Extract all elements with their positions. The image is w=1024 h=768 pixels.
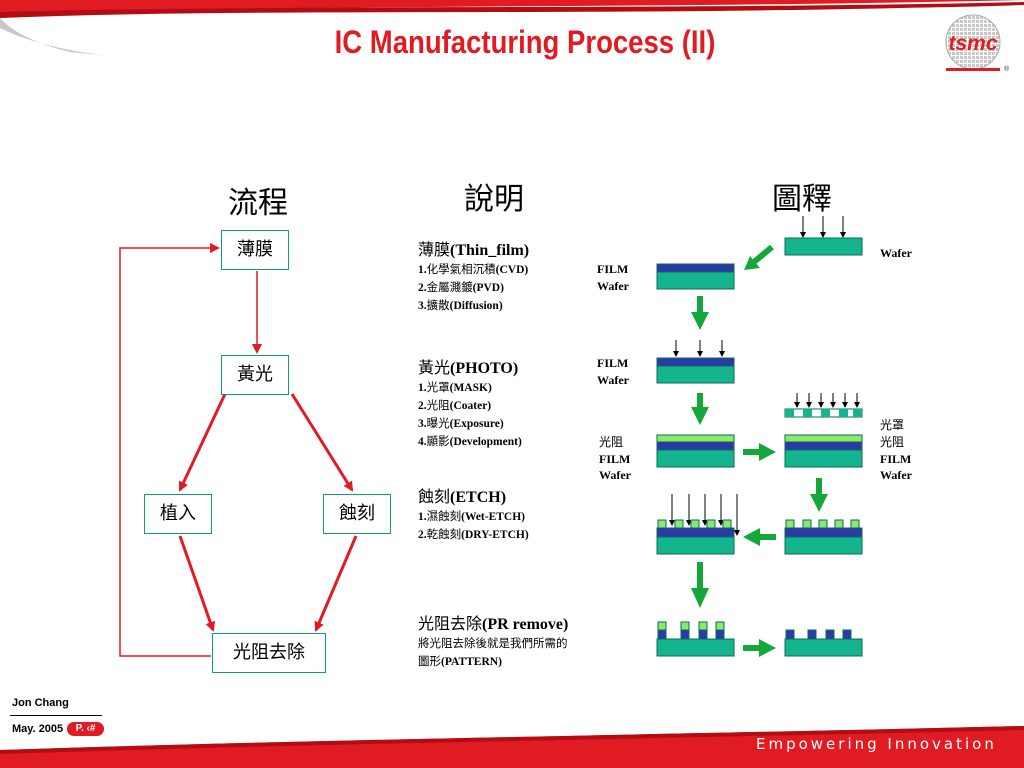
tsmc-logo: tsmc ® bbox=[936, 12, 1010, 76]
page-number-badge: P. ‹# bbox=[67, 722, 104, 736]
arrow-implant-to-prremove bbox=[178, 535, 216, 632]
stage-film-deposited bbox=[656, 263, 735, 290]
column-heading-description: 說明 bbox=[464, 182, 524, 217]
desc-heading: 薄膜(Thin_film) bbox=[418, 240, 530, 259]
desc-heading: 黃光(PHOTO) bbox=[418, 358, 519, 377]
arrow-photo-to-implant bbox=[178, 393, 227, 492]
stage-bare-wafer bbox=[784, 216, 863, 256]
label-wafer: Wafer bbox=[597, 373, 629, 387]
green-arrow-right bbox=[743, 639, 776, 657]
arrow-etch-to-prremove bbox=[314, 535, 358, 632]
flow-box-photo: 黃光 bbox=[221, 355, 289, 395]
green-arrow-down bbox=[810, 478, 828, 512]
stage-final-pattern bbox=[784, 629, 863, 657]
arrow-loop-back bbox=[119, 243, 220, 657]
stage-exposure bbox=[784, 393, 863, 468]
desc-thin-film: 薄膜(Thin_film) 1.化學氣相沉積(CVD) 2.金屬濺鍍(PVD) … bbox=[418, 240, 529, 315]
wafer-globe-icon bbox=[945, 14, 1001, 71]
label-film: FILM bbox=[880, 452, 912, 466]
desc-item: 1.濕蝕刻(Wet-ETCH) bbox=[418, 509, 526, 523]
logo-text: tsmc bbox=[948, 32, 998, 55]
header-swoosh bbox=[0, 0, 1024, 56]
stage-etching bbox=[656, 494, 740, 555]
green-arrow-down bbox=[691, 393, 709, 425]
label-film: FILM bbox=[597, 356, 629, 370]
stage-developed bbox=[784, 519, 863, 555]
footer-author: Jon Chang bbox=[12, 697, 69, 709]
green-arrow-down bbox=[691, 562, 709, 608]
desc-item: 3.擴散(Diffusion) bbox=[418, 298, 503, 312]
label-film: FILM bbox=[599, 452, 631, 466]
stage-etched-with-pr bbox=[656, 621, 735, 657]
desc-item: 1.光罩(MASK) bbox=[418, 380, 492, 394]
registered-mark: ® bbox=[1004, 66, 1010, 73]
flow-box-implant: 植入 bbox=[144, 494, 212, 534]
flow-box-pr-remove: 光阻去除 bbox=[212, 633, 326, 673]
green-arrow-right bbox=[743, 443, 776, 461]
stage-photoresist-stack bbox=[656, 434, 735, 468]
desc-etch: 蝕刻(ETCH) 1.濕蝕刻(Wet-ETCH) 2.乾蝕刻(DRY-ETCH) bbox=[418, 487, 529, 544]
column-heading-flow: 流程 bbox=[228, 186, 288, 221]
page-title: IC Manufacturing Process (II) bbox=[334, 24, 716, 60]
desc-subline: 圖形(PATTERN) bbox=[418, 654, 502, 668]
desc-heading: 光阻去除(PR remove) bbox=[418, 614, 569, 633]
label-wafer: Wafer bbox=[880, 246, 912, 260]
desc-item: 2.乾蝕刻(DRY-ETCH) bbox=[418, 527, 529, 541]
desc-pr-remove: 光阻去除(PR remove) 將光阻去除後就是我們所需的 圖形(PATTERN… bbox=[418, 614, 568, 671]
footer-tagline: Empowering Innovation bbox=[756, 735, 997, 753]
label-film: FILM bbox=[597, 262, 629, 276]
desc-subline: 將光阻去除後就是我們所需的 bbox=[418, 636, 568, 650]
green-arrow-diagonal bbox=[744, 244, 774, 270]
desc-photo: 黃光(PHOTO) 1.光罩(MASK) 2.光阻(Coater) 3.曝光(E… bbox=[418, 358, 522, 451]
label-wafer: Wafer bbox=[597, 279, 629, 293]
desc-item: 2.金屬濺鍍(PVD) bbox=[418, 280, 504, 294]
footer-date: May. 2005 bbox=[12, 723, 64, 735]
label-photoresist: 光阻 bbox=[599, 435, 624, 449]
label-photoresist: 光阻 bbox=[880, 435, 905, 449]
column-heading-illustration: 圖釋 bbox=[772, 182, 832, 217]
desc-item: 2.光阻(Coater) bbox=[418, 398, 492, 412]
desc-heading: 蝕刻(ETCH) bbox=[418, 487, 507, 506]
desc-item: 1.化學氣相沉積(CVD) bbox=[418, 262, 529, 276]
arrow-photo-to-etch bbox=[290, 393, 354, 492]
stage-photoresist-coat bbox=[656, 340, 735, 384]
footer-swoosh bbox=[0, 726, 1024, 768]
label-mask: 光罩 bbox=[880, 418, 905, 432]
label-wafer: Wafer bbox=[880, 468, 912, 482]
desc-item: 4.顯影(Development) bbox=[418, 434, 522, 448]
green-arrow-down bbox=[691, 296, 709, 330]
green-arrow-left bbox=[743, 528, 776, 546]
flow-box-etch: 蝕刻 bbox=[323, 494, 391, 534]
footer-divider bbox=[10, 715, 102, 716]
label-wafer: Wafer bbox=[599, 468, 631, 482]
flow-box-thin-film: 薄膜 bbox=[221, 230, 289, 270]
desc-item: 3.曝光(Exposure) bbox=[418, 416, 504, 430]
